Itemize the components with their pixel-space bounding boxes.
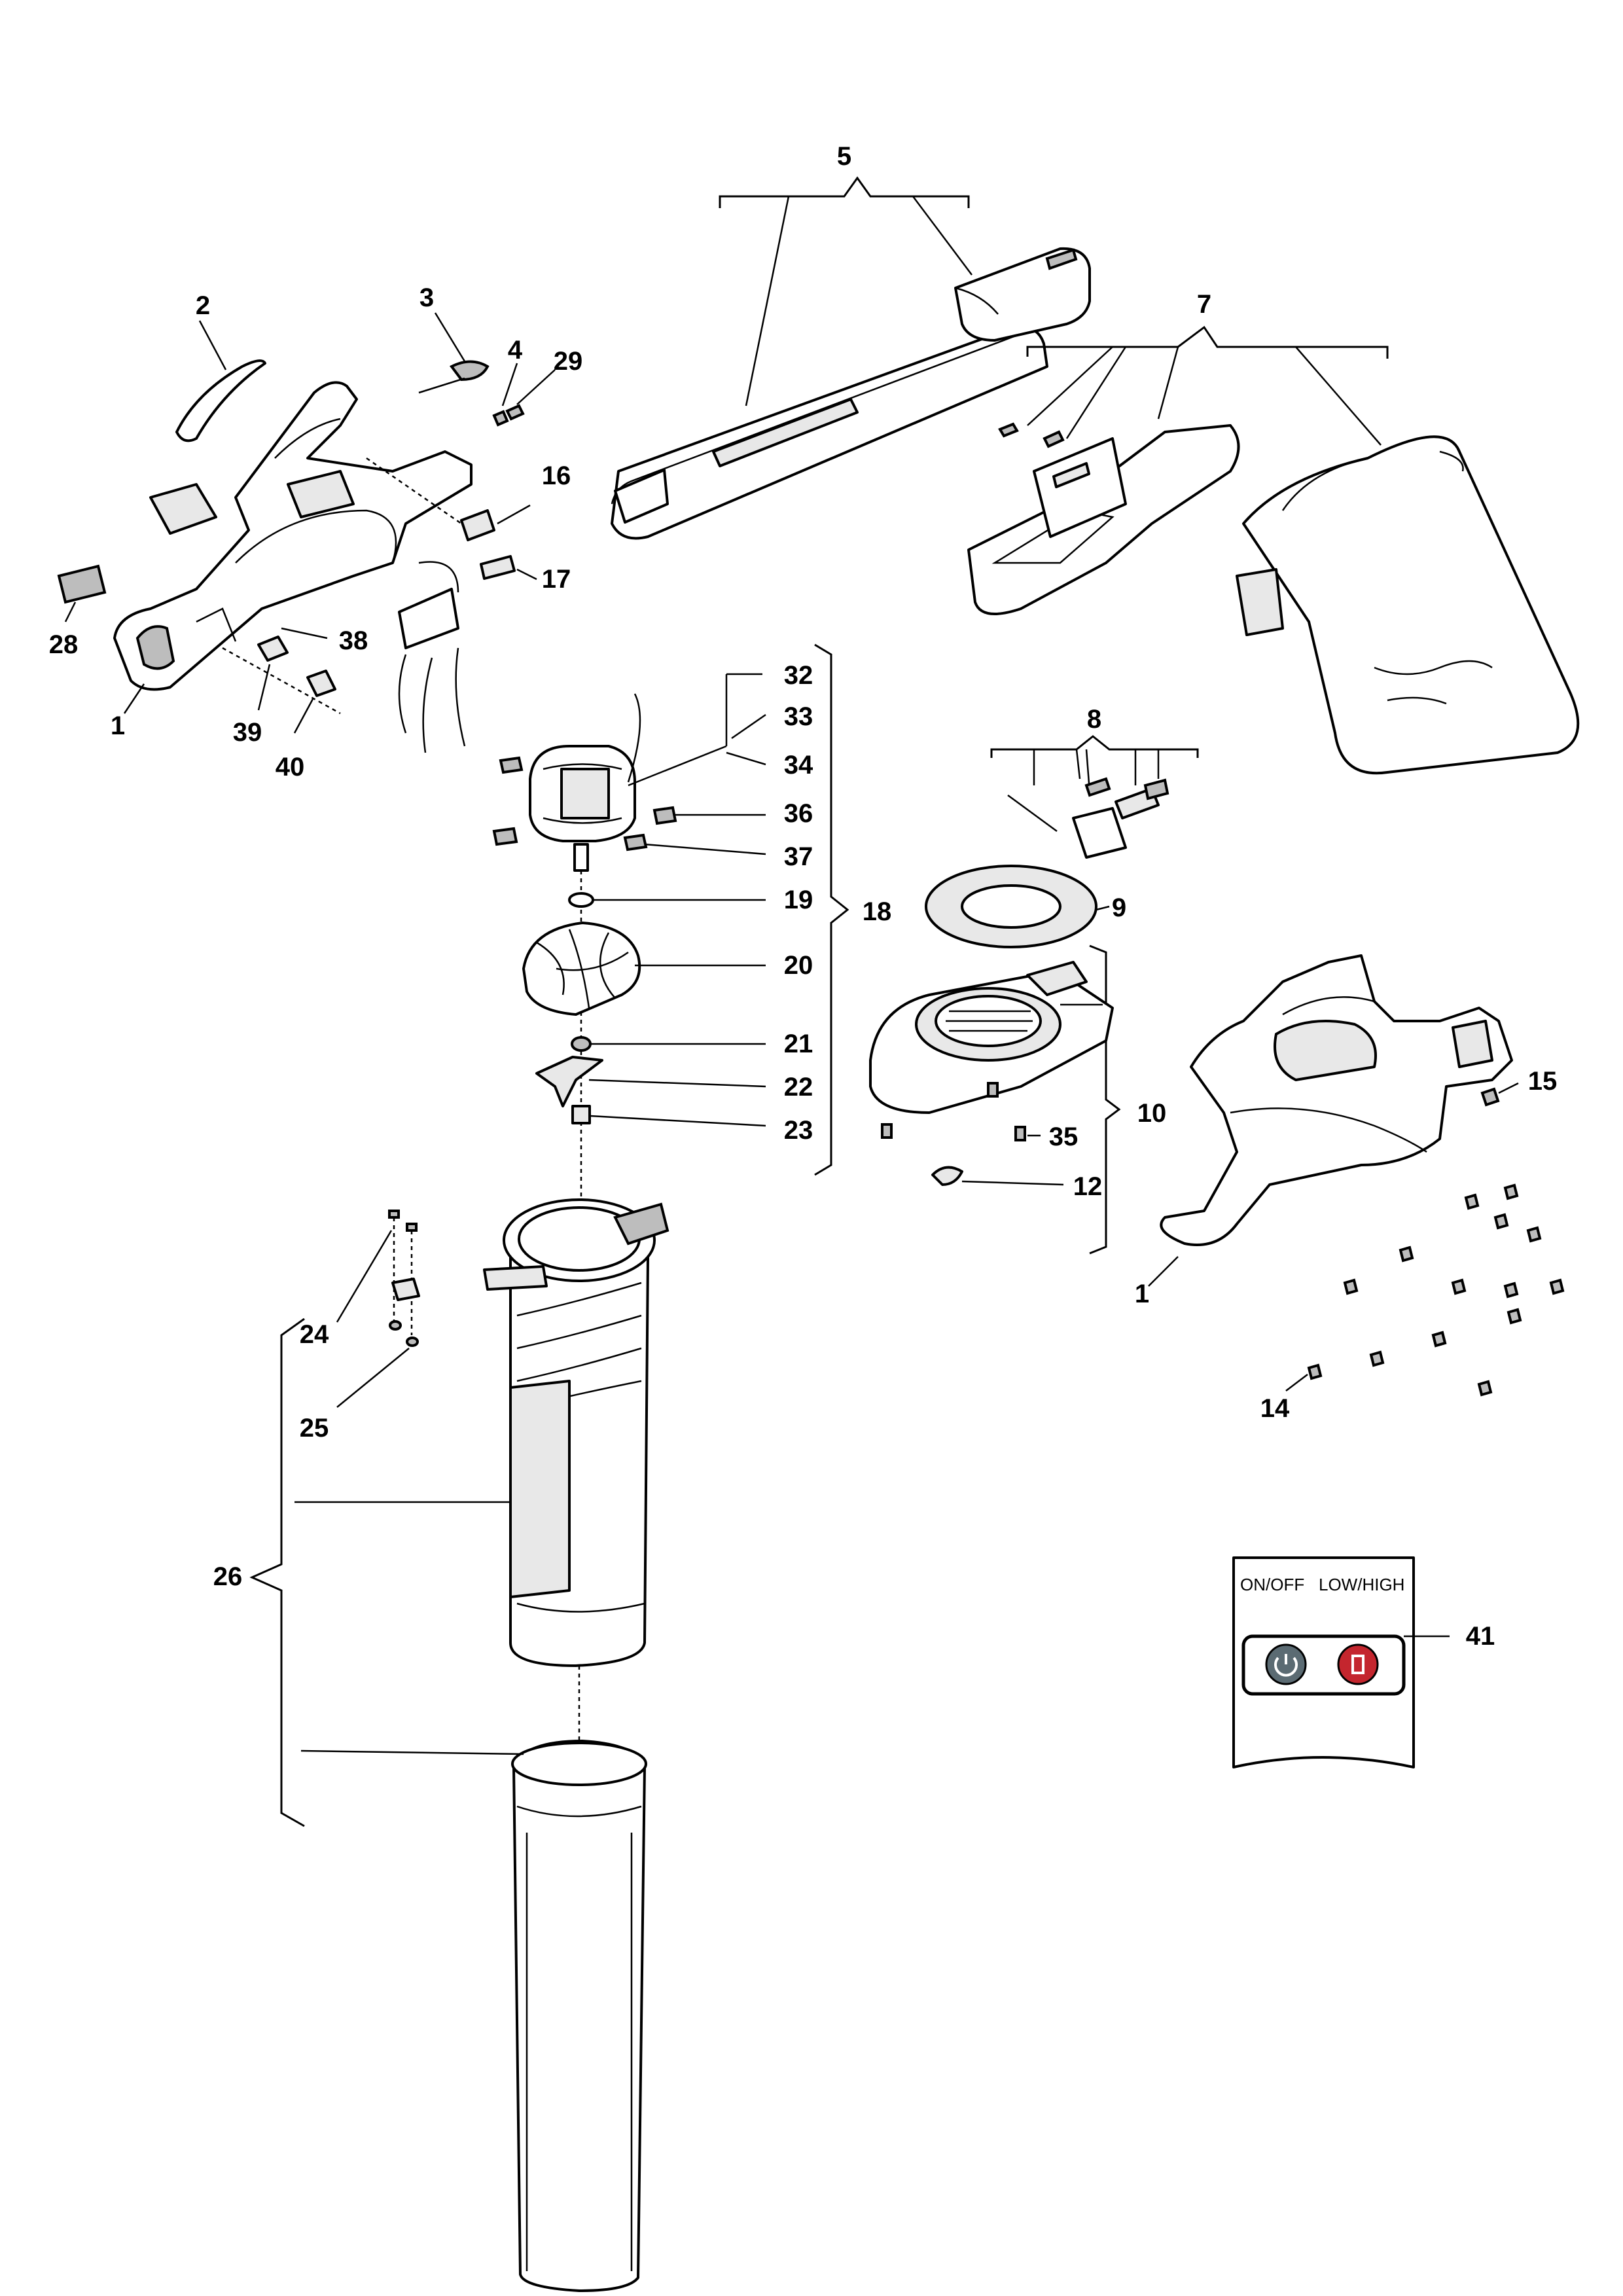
motor-fan-assembly	[492, 643, 849, 1244]
callout-5: 5	[837, 142, 851, 171]
housing-left-assembly	[57, 312, 556, 753]
callout-28: 28	[49, 630, 79, 659]
callout-26: 26	[213, 1562, 243, 1591]
callout-29: 29	[554, 347, 583, 376]
vacuum-tube-and-bag-assembly	[967, 325, 1580, 775]
callout-34: 34	[784, 751, 813, 780]
callout-18: 18	[863, 897, 892, 926]
callout-3: 3	[419, 283, 434, 312]
callout-39: 39	[233, 718, 262, 747]
callout-15: 15	[1528, 1067, 1558, 1096]
on-off-label: ON/OFF	[1240, 1575, 1304, 1594]
housing-right-assembly	[1148, 954, 1565, 1397]
screw-set-14	[1307, 1183, 1565, 1397]
low-high-label: LOW/HIGH	[1319, 1575, 1404, 1594]
callout-40: 40	[276, 753, 305, 781]
callout-35: 35	[1049, 1122, 1079, 1151]
blower-tube-assembly	[611, 176, 1091, 540]
callout-1-right: 1	[1135, 1280, 1149, 1308]
speed-button-icon	[1337, 1643, 1379, 1685]
callout-12: 12	[1073, 1172, 1103, 1201]
callout-22: 22	[784, 1073, 813, 1102]
callout-10: 10	[1137, 1099, 1167, 1128]
control-panel-41: ON/OFF LOW/HIGH	[1232, 1556, 1450, 1768]
callout-32: 32	[784, 661, 813, 690]
callout-25: 25	[300, 1414, 329, 1443]
callout-41: 41	[1466, 1622, 1495, 1651]
callout-23: 23	[784, 1116, 813, 1145]
callout-24: 24	[300, 1320, 329, 1349]
callout-14: 14	[1260, 1394, 1290, 1423]
callout-2: 2	[196, 291, 210, 320]
callout-17: 17	[542, 565, 571, 594]
callout-33: 33	[784, 702, 813, 731]
callout-21: 21	[784, 1030, 813, 1058]
callout-38: 38	[339, 626, 368, 655]
callout-7: 7	[1197, 290, 1211, 319]
lower-tube-assembly	[249, 1198, 669, 2292]
callout-4: 4	[508, 336, 523, 365]
callout-9: 9	[1112, 893, 1126, 922]
callout-16: 16	[542, 461, 571, 490]
callout-36: 36	[784, 799, 813, 828]
parts-8-9-10	[869, 735, 1199, 1255]
callout-labels: 5 7 2 3 4 29 16 17 28 38 1 39 40 32 33 3…	[49, 142, 1558, 1651]
callout-19: 19	[784, 886, 813, 914]
callout-8: 8	[1087, 705, 1101, 734]
callout-20: 20	[784, 951, 813, 980]
callout-37: 37	[784, 842, 813, 871]
callout-1-left: 1	[111, 711, 125, 740]
